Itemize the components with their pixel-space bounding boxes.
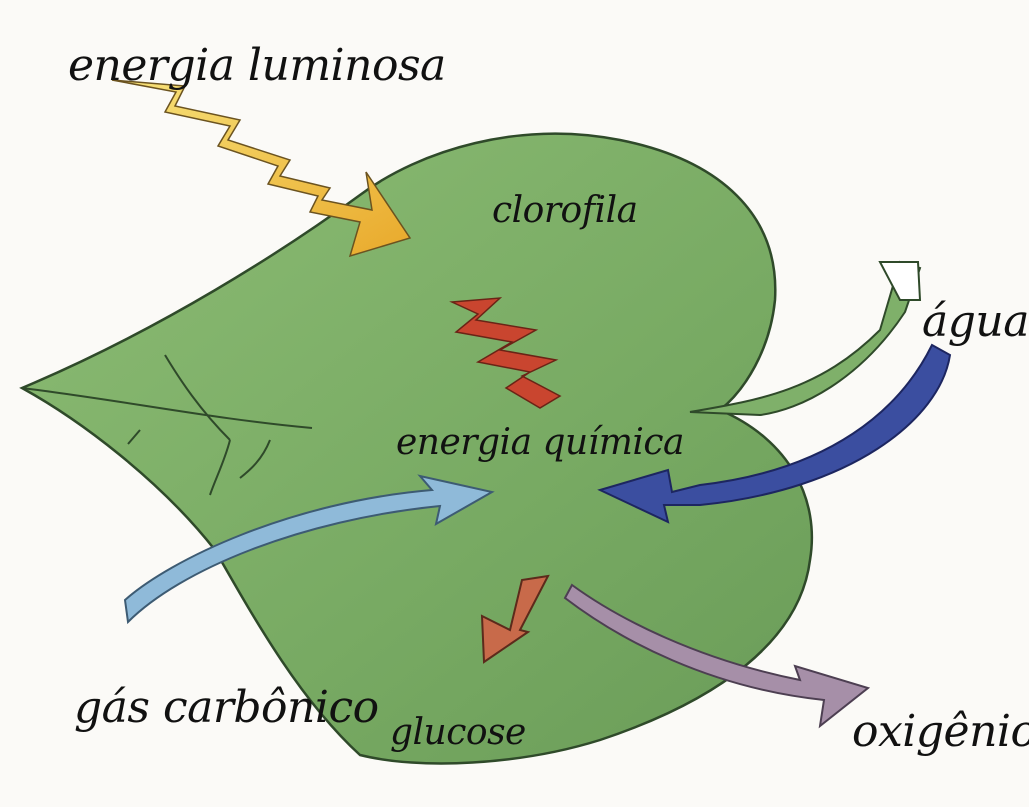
light-energy-arrow-icon: [112, 80, 410, 256]
chemical-energy-label: energia química: [396, 422, 684, 463]
leaf-curl-tip-icon: [880, 262, 920, 300]
glucose-label: glucose: [390, 712, 526, 753]
chlorophyll-label: clorofila: [492, 190, 638, 231]
oxygen-label: oxigênio: [852, 706, 1029, 757]
carbon-dioxide-label: gás carbônico: [74, 682, 379, 733]
water-label: água: [922, 296, 1029, 347]
light-energy-label: energia luminosa: [68, 40, 446, 91]
